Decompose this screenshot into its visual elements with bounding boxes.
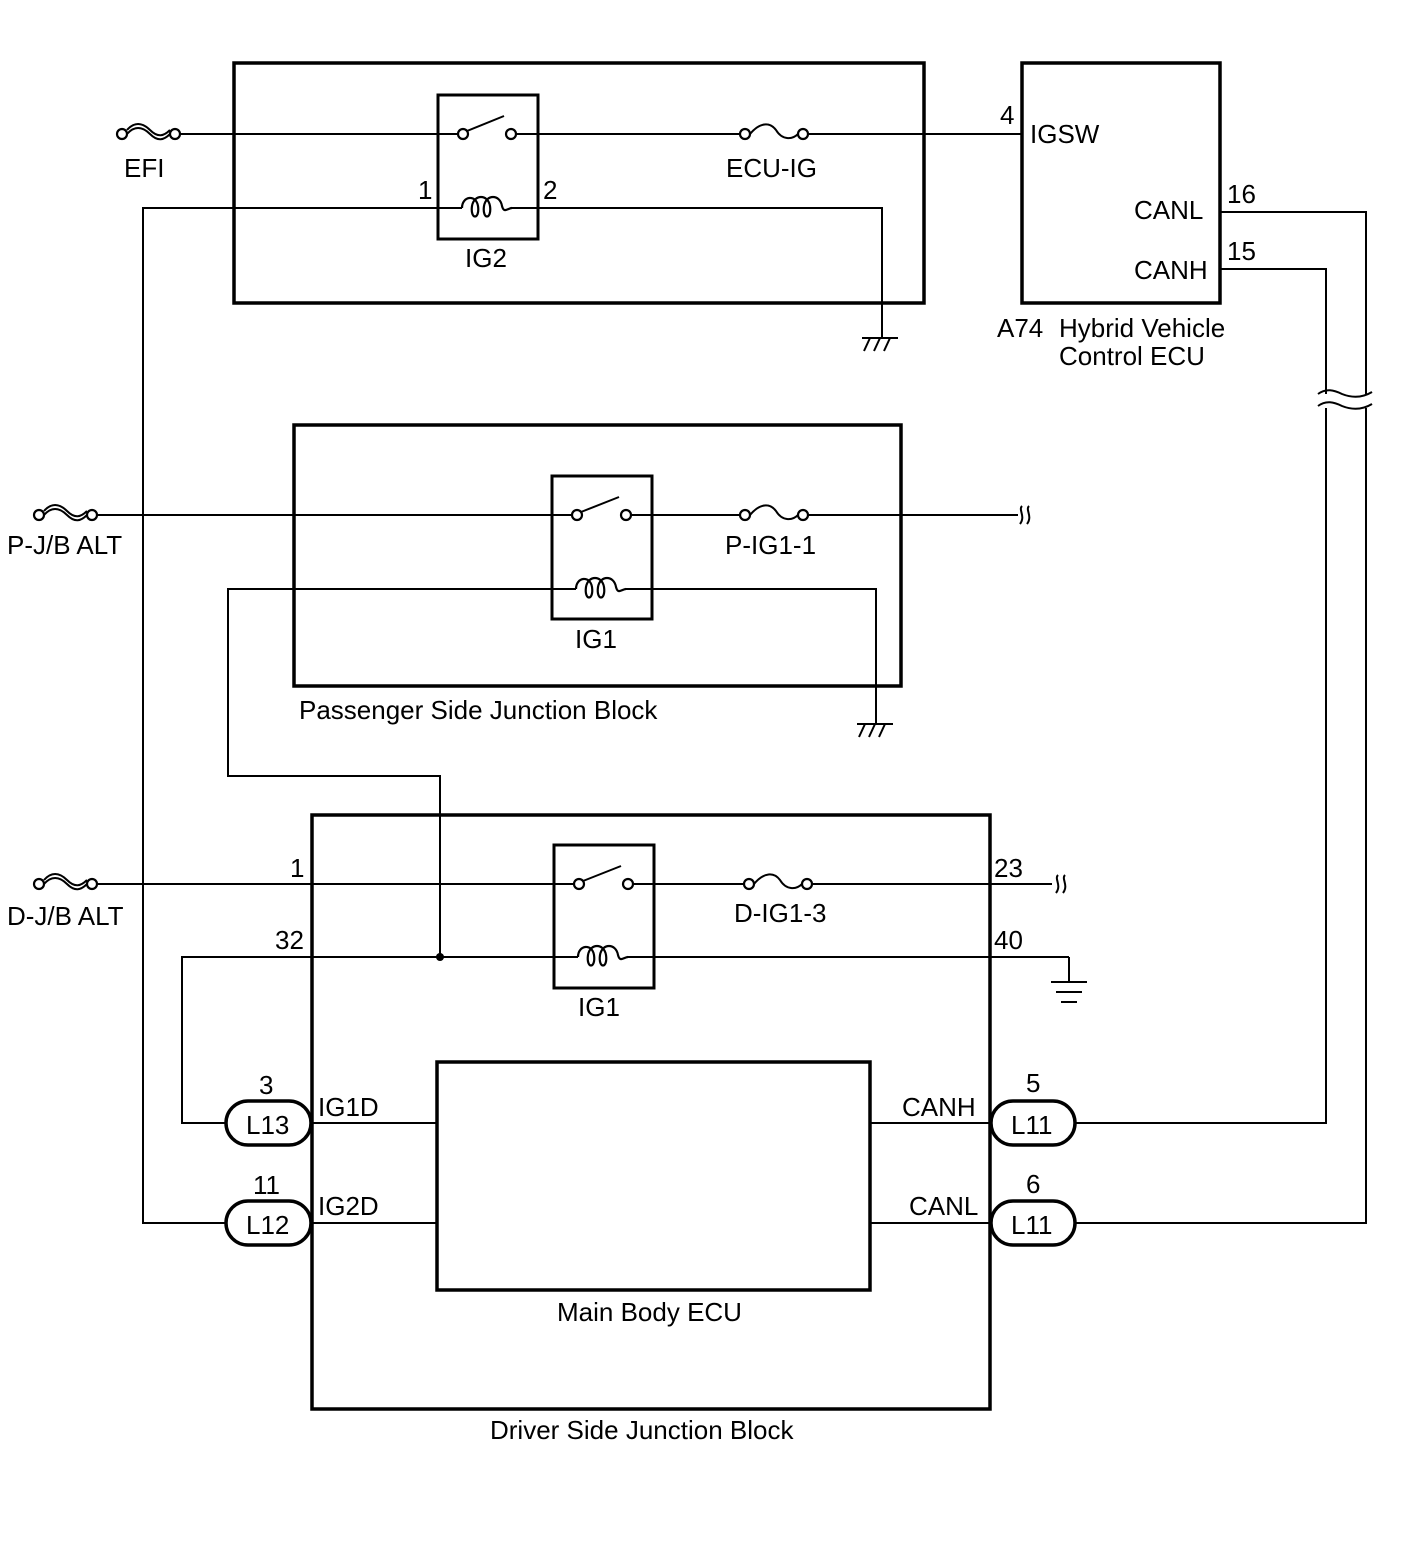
d-ig1-3-fuse-icon bbox=[742, 873, 814, 891]
canh-wire bbox=[1075, 268, 1327, 1124]
main-body-ecu-title: Main Body ECU bbox=[557, 1297, 742, 1327]
djb-alt-label: D-J/B ALT bbox=[7, 901, 124, 931]
passenger-side-junction-block bbox=[292, 423, 903, 688]
pjb-alt-label: P-J/B ALT bbox=[7, 530, 122, 560]
efi-fuse-icon bbox=[115, 123, 182, 141]
ig2-pin-2: 2 bbox=[543, 175, 557, 205]
djb-alt-fuse-icon bbox=[32, 873, 99, 891]
wire-break-icon bbox=[1314, 389, 1378, 410]
canh-label: CANH bbox=[902, 1092, 976, 1122]
driver-side-junction-block bbox=[310, 813, 992, 1411]
pjb-alt-fuse-icon bbox=[32, 504, 99, 522]
main-body-ecu bbox=[435, 1060, 872, 1292]
canl-label: CANL bbox=[909, 1191, 978, 1221]
hv-ecu-connector: A74 bbox=[997, 313, 1043, 343]
connector-l11-canl-pin: 6 bbox=[1026, 1169, 1040, 1199]
body-ground-icon bbox=[1051, 981, 1087, 1003]
driver-ig1-relay bbox=[552, 843, 656, 990]
connector-l11-canh bbox=[989, 1099, 1077, 1147]
driver-ig1-switch-icon bbox=[554, 865, 654, 891]
connector-l12 bbox=[224, 1199, 313, 1247]
connector-l11-canh-pin: 5 bbox=[1026, 1068, 1040, 1098]
ig2-pin-1: 1 bbox=[418, 175, 432, 205]
passenger-ig1-switch-icon bbox=[552, 496, 652, 522]
hv-ecu-name-line2: Control ECU bbox=[1059, 341, 1205, 371]
connector-l13-pin: 3 bbox=[259, 1070, 273, 1100]
hv-ecu-pin-igsw: 4 bbox=[1000, 100, 1014, 130]
ecu-ig-fuse-icon bbox=[738, 123, 810, 141]
ig2d-label: IG2D bbox=[318, 1191, 379, 1221]
connector-l11-canl-label: L11 bbox=[1011, 1210, 1052, 1240]
driver-block-pin-32: 32 bbox=[275, 925, 304, 955]
passenger-ig1-relay-label: IG1 bbox=[575, 624, 617, 654]
hv-ecu-name-line1: Hybrid Vehicle bbox=[1059, 313, 1225, 343]
ig2-relay-label: IG2 bbox=[465, 243, 507, 273]
wire-junction-dot bbox=[436, 953, 444, 961]
ig2-relay-switch-icon bbox=[438, 115, 538, 141]
hv-ecu-canl-label: CANL bbox=[1134, 195, 1203, 225]
p-ig1-1-fuse-icon bbox=[738, 504, 810, 522]
connector-l12-label: L12 bbox=[246, 1210, 289, 1240]
ig1d-label: IG1D bbox=[318, 1092, 379, 1122]
chassis-ground-icon-2 bbox=[857, 723, 893, 738]
hv-ecu-pin-canl: 16 bbox=[1227, 179, 1256, 209]
driver-block-pin-1: 1 bbox=[290, 853, 304, 883]
canl-wire bbox=[1075, 211, 1367, 1224]
passenger-block-title: Passenger Side Junction Block bbox=[299, 695, 658, 725]
efi-label: EFI bbox=[124, 153, 164, 183]
connector-l11-canh-label: L11 bbox=[1011, 1110, 1052, 1140]
hv-ecu-igsw-label: IGSW bbox=[1030, 119, 1100, 149]
driver-block-pin-40: 40 bbox=[994, 925, 1023, 955]
continuation-mark-icon-2 bbox=[1055, 874, 1067, 894]
passenger-ig1-coil-icon bbox=[552, 576, 652, 599]
driver-ig1-coil-icon bbox=[554, 944, 654, 967]
driver-ig1-relay-label: IG1 bbox=[578, 992, 620, 1022]
ecu-ig-fuse-label: ECU-IG bbox=[726, 153, 817, 183]
hv-ecu-pin-canh: 15 bbox=[1227, 236, 1256, 266]
driver-block-pin-23: 23 bbox=[994, 853, 1023, 883]
d-ig1-3-fuse-label: D-IG1-3 bbox=[734, 898, 826, 928]
p-ig1-1-fuse-label: P-IG1-1 bbox=[725, 530, 816, 560]
connector-l13-label: L13 bbox=[246, 1110, 289, 1140]
connector-l11-canl bbox=[989, 1199, 1077, 1247]
ig2-relay bbox=[436, 93, 540, 241]
connector-l13 bbox=[224, 1099, 313, 1147]
connector-l12-pin: 11 bbox=[253, 1170, 280, 1200]
passenger-ig1-relay bbox=[550, 474, 654, 621]
driver-block-title: Driver Side Junction Block bbox=[490, 1415, 794, 1445]
chassis-ground-icon-1 bbox=[862, 337, 898, 352]
continuation-mark-icon-1 bbox=[1019, 505, 1031, 525]
engine-room-junction-block bbox=[232, 61, 926, 305]
hybrid-vehicle-control-ecu bbox=[1020, 61, 1222, 305]
hv-ecu-canh-label: CANH bbox=[1134, 255, 1208, 285]
ig2-relay-coil-icon bbox=[438, 195, 538, 218]
